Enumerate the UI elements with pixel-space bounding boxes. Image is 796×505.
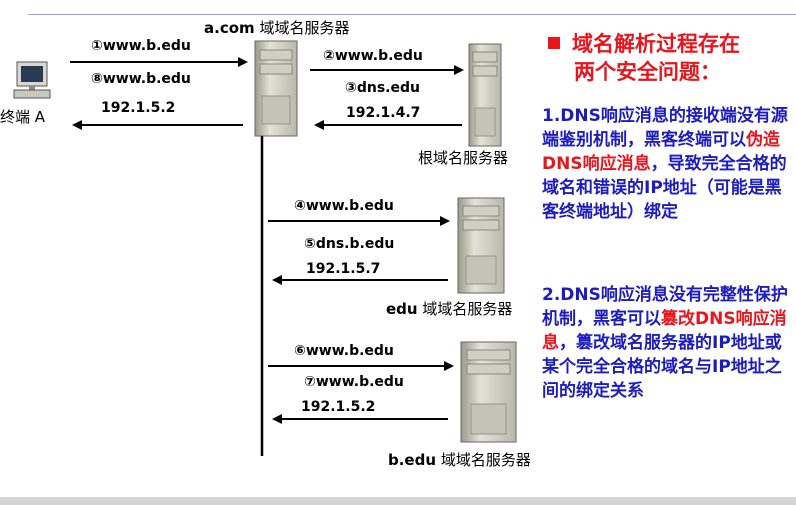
bottom-band [0,497,796,505]
message-m3-ip: 192.1.4.7 [346,105,421,121]
root-server-label: 根域名服务器 [418,149,509,167]
local-server-label: a.com 域域名服务器 [204,19,350,37]
message-m5-ip: 192.1.5.7 [306,261,381,277]
issue-1-text: 1.DNS响应消息的接收端没有源端鉴别机制，黑客终端可以伪造DNS响应消息，导致… [542,106,788,222]
local-server-icon [254,40,298,137]
panel-title-line1: 域名解析过程存在 [572,32,740,56]
bedu-server-icon [460,341,517,443]
message-m2: ②www.b.edu [323,48,423,64]
message-m7: ⑦www.b.edu [304,374,404,390]
message-m1: ①www.b.edu [91,38,191,54]
square-bullet-icon [548,37,560,49]
message-m8-ip: 192.1.5.2 [101,100,176,116]
issue-2-highlight: 篡改DNS响应消息 [542,309,787,353]
issue-1-highlight: 伪造DNS响应消息 [542,130,780,174]
message-m5: ⑤dns.b.edu [304,236,395,252]
message-m6: ⑥www.b.edu [294,343,394,359]
message-m8: ⑧www.b.edu [91,71,191,87]
issue-2-text: 2.DNS响应消息没有完整性保护机制，黑客可以篡改DNS响应消息，篡改域名服务器… [542,285,788,401]
message-m4: ④www.b.edu [294,198,394,214]
message-m7-ip: 192.1.5.2 [301,399,376,415]
top-rule [28,14,796,15]
root-server-icon [468,43,502,147]
terminal-label: 终端 A [0,108,46,126]
edu-server-label: edu 域域名服务器 [386,300,513,318]
computer-icon [13,61,51,99]
panel-title: 域名解析过程存在 两个安全问题： [548,30,796,86]
edu-server-icon [457,197,505,294]
bedu-server-label: b.edu 域域名服务器 [388,451,531,469]
panel-title-line2: 两个安全问题： [574,60,721,84]
message-m3: ③dns.edu [345,80,420,96]
